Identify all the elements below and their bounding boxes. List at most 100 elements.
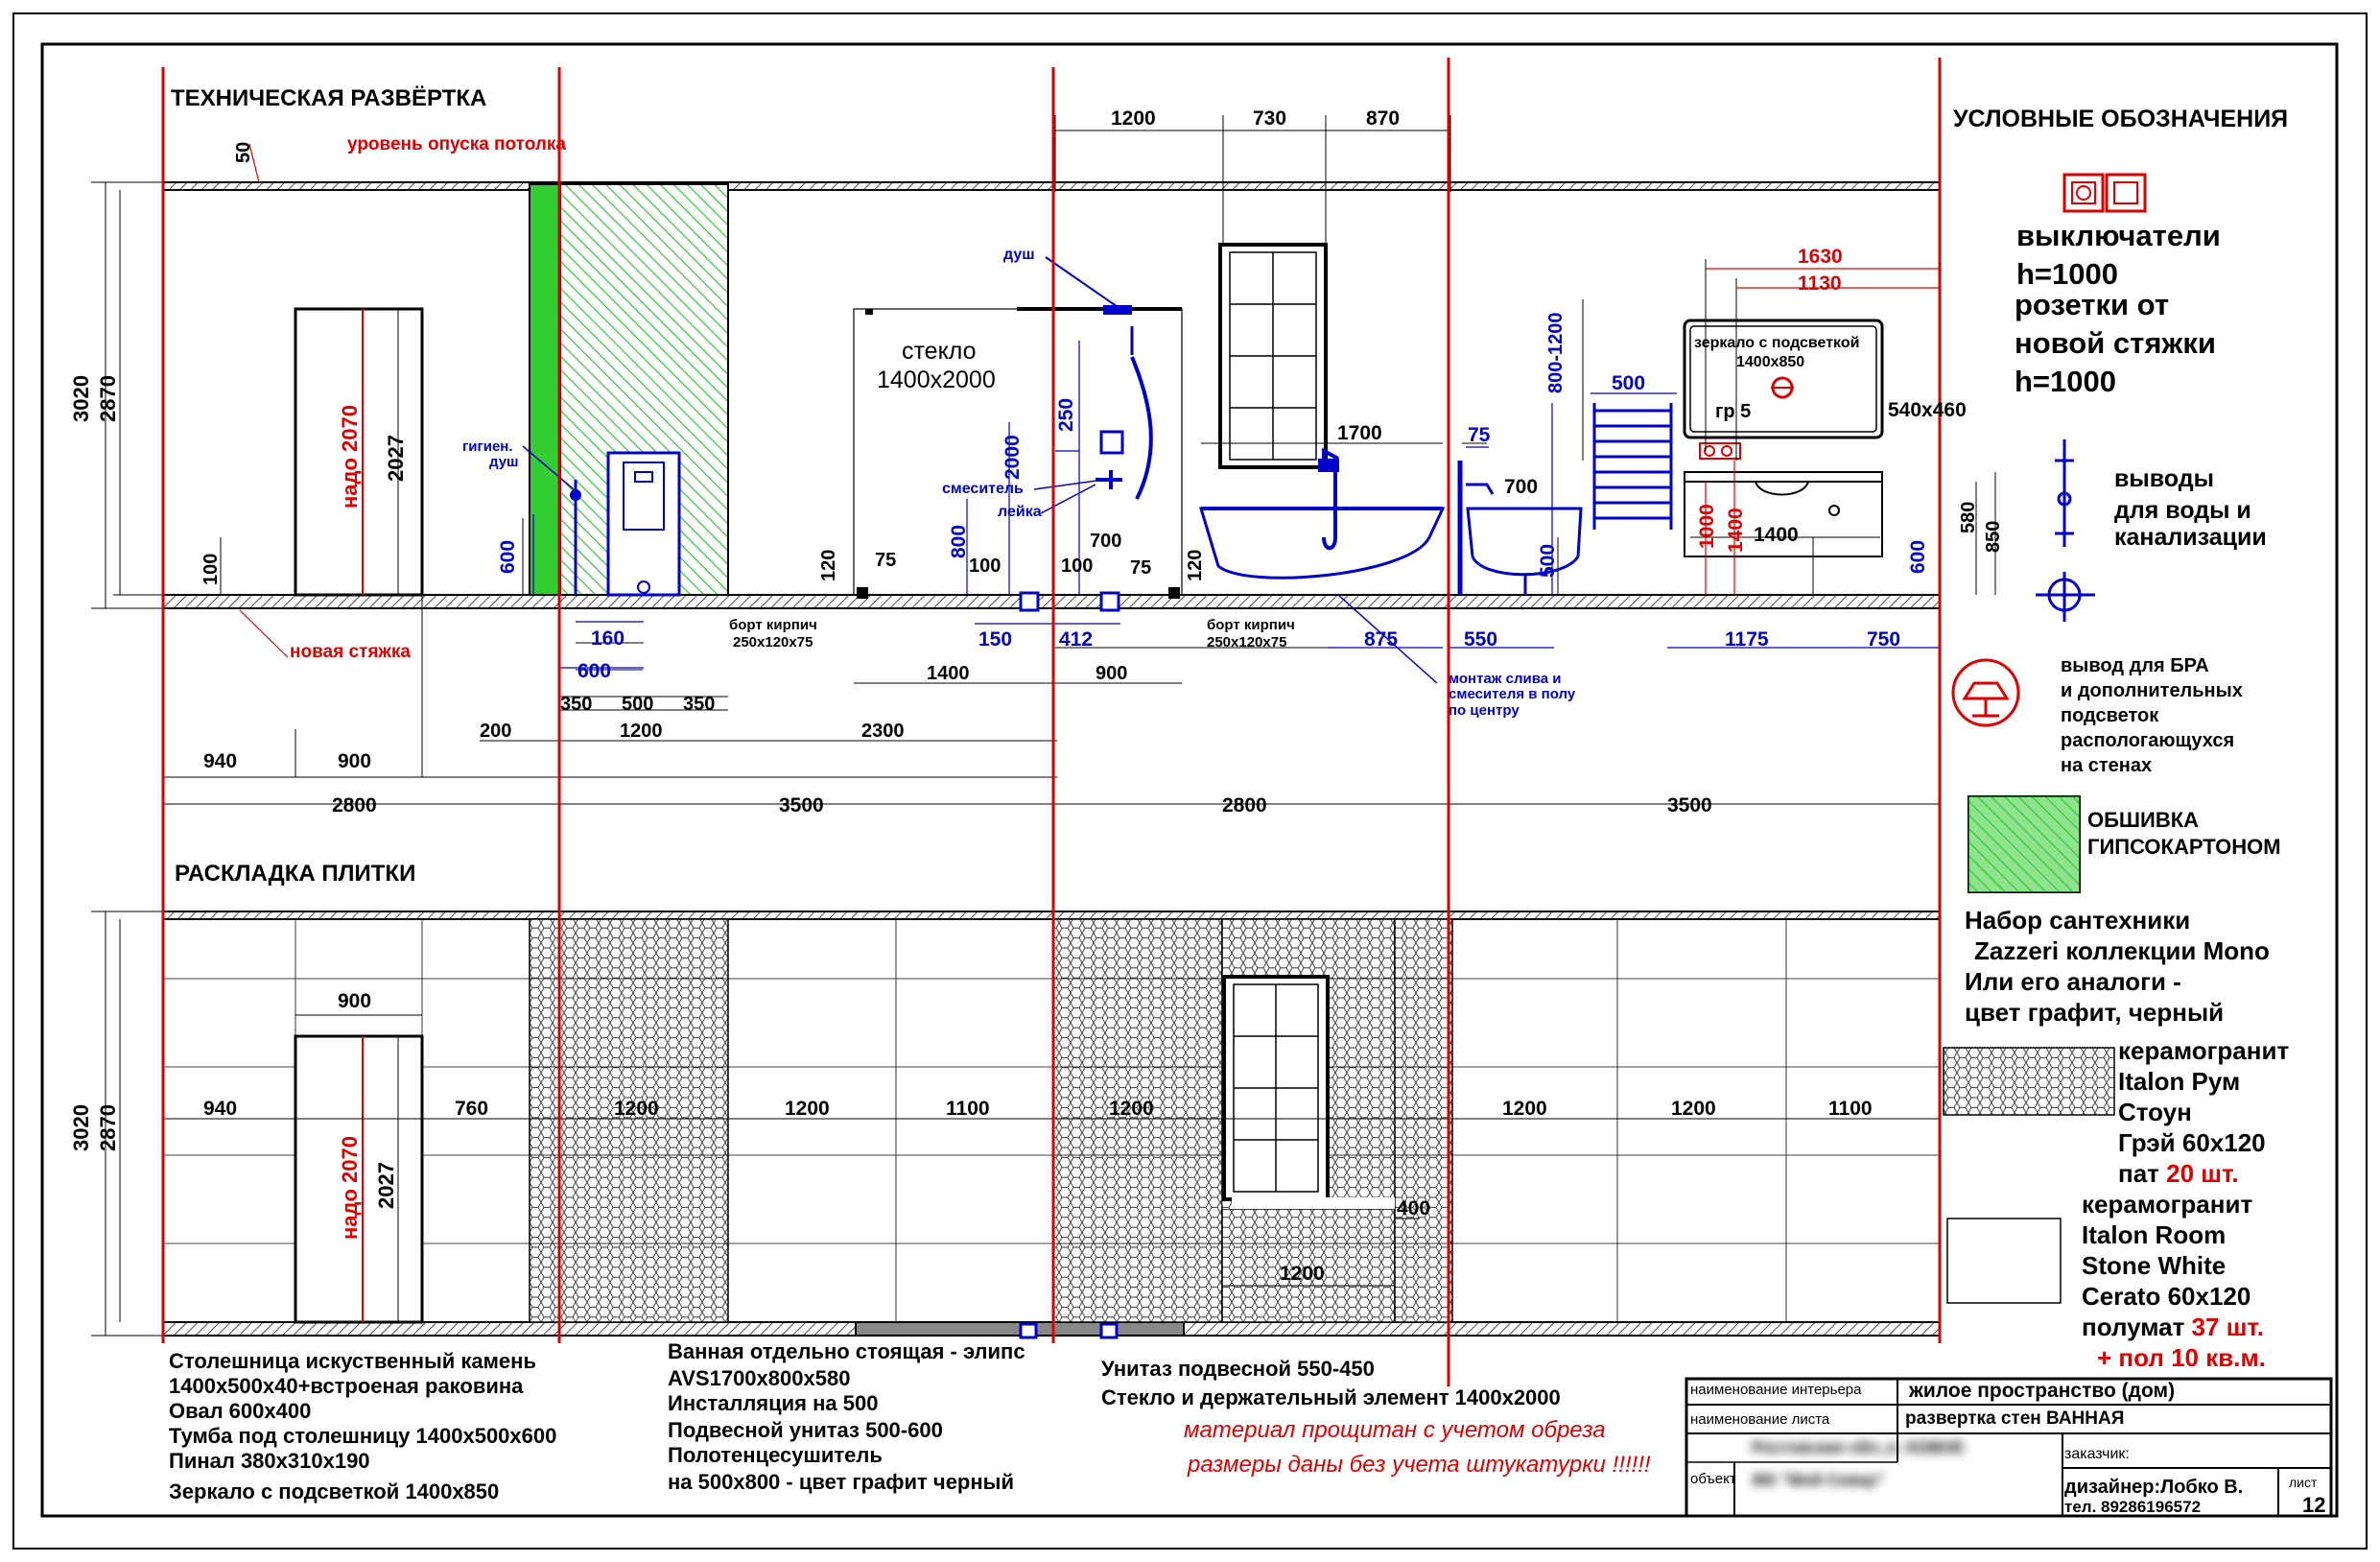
- dim-2800b: 2800: [1222, 794, 1267, 816]
- dim-2027: 2027: [384, 435, 408, 482]
- tile-section: [91, 911, 1941, 1339]
- tile-dim-2870: 2870: [96, 1104, 120, 1151]
- note-1-6: Зеркало с подсветкой 1400х850: [169, 1479, 499, 1503]
- stamp-object-label: объект: [1690, 1471, 1736, 1487]
- dim-3020: 3020: [69, 375, 93, 422]
- label-screed: новая стяжка: [290, 642, 411, 662]
- note-2-1: Ванная отдельно стоящая - элипс: [668, 1339, 1025, 1363]
- dim-1130: 1130: [1798, 272, 1842, 295]
- stamp-object-line2: ЖК "Мой Север": [1751, 1471, 1884, 1489]
- legend-tile2-2: Italon Room: [2082, 1220, 2226, 1249]
- tile-dim-900: 900: [338, 990, 371, 1012]
- tile-dim-760: 760: [455, 1098, 488, 1120]
- stamp-list-label: лист: [2289, 1475, 2318, 1490]
- dim-120a: 120: [818, 550, 839, 581]
- note-1-5: Пинал 380х310х190: [169, 1449, 370, 1473]
- gray-tile-swatch: [1943, 1047, 2115, 1116]
- legend-tile2-5b: 37 шт.: [2192, 1313, 2265, 1341]
- label-gr5: гр 5: [1715, 401, 1751, 422]
- outer-frame: [12, 12, 2368, 1550]
- dim-2000: 2000: [1001, 435, 1024, 480]
- dim-1400h: 1400: [927, 663, 970, 684]
- dim-100a: 100: [969, 556, 1001, 577]
- legend-tile2-6: + пол 10 кв.м.: [2097, 1343, 2266, 1372]
- legend-set-1: Набор сантехники: [1965, 906, 2190, 935]
- dim-100: 100: [200, 554, 222, 585]
- label-glass-1: стекло: [902, 338, 977, 365]
- dim-250: 250: [1055, 398, 1077, 432]
- tile-dim-3020: 3020: [69, 1104, 93, 1151]
- dim-2800a: 2800: [332, 794, 377, 816]
- dim-875: 875: [1364, 628, 1398, 651]
- water-outlet-icon: [2036, 439, 2095, 622]
- vanity-top: [1684, 471, 1883, 483]
- note-3-1: Унитаз подвесной 550-450: [1101, 1357, 1375, 1381]
- dim-3500b: 3500: [1667, 794, 1712, 816]
- title-block: [1685, 1377, 2333, 1518]
- towel-rail: [1592, 403, 1673, 530]
- dim-1000: 1000: [1696, 504, 1718, 549]
- legend-icons: [1943, 173, 2147, 1304]
- dim-1175: 1175: [1725, 628, 1769, 651]
- title-tile: РАСКЛАДКА ПЛИТКИ: [175, 861, 415, 887]
- legend-bra-5: на стенах: [2061, 755, 2152, 776]
- label-brick-right: борт кирпич: [1207, 617, 1295, 633]
- inner-frame: [40, 42, 2339, 1518]
- legend-set-3: Или его аналоги -: [1965, 967, 2181, 996]
- dim-940: 940: [203, 750, 237, 772]
- dim-750: 750: [1867, 628, 1900, 651]
- dim-150: 150: [978, 628, 1012, 651]
- label-drain-3: по центру: [1449, 702, 1520, 719]
- dim-1630: 1630: [1798, 246, 1843, 268]
- white-tile-swatch: [1946, 1218, 2062, 1304]
- dim-700a: 700: [1090, 531, 1121, 552]
- note-2-3: Инсталляция на 500: [668, 1391, 878, 1415]
- tile-dim-1200f: 1200: [1280, 1263, 1325, 1285]
- legend-tile1-5b: 20 шт.: [2166, 1159, 2239, 1188]
- legend-gkl-1: ОБШИВКА: [2087, 808, 2199, 832]
- legend-switch-2: h=1000: [2016, 257, 2118, 291]
- stamp-designer: дизайнер:Лобко В.: [2064, 1477, 2243, 1498]
- dim-900: 900: [338, 750, 371, 772]
- label-mixer: смеситель: [942, 481, 1024, 497]
- dim-2300: 2300: [861, 721, 905, 742]
- label-drain-1: монтаж слива и: [1449, 671, 1561, 687]
- note-1-4: Тумба под столешницу 1400х500х600: [169, 1424, 556, 1448]
- legend-bra-1: вывод для БРА: [2061, 655, 2209, 676]
- legend-socket-2: новой стяжки: [2015, 326, 2216, 360]
- stamp-sheet-value: развертка стен ВАННАЯ: [1905, 1408, 2124, 1429]
- legend-water-2: для воды и: [2114, 497, 2251, 524]
- dim-800: 800: [948, 525, 970, 558]
- label-mirror-2: 1400х850: [1736, 354, 1804, 370]
- tile-dim-2027: 2027: [374, 1162, 398, 1209]
- legend-tile1-5: пат 20 шт.: [2118, 1159, 2239, 1188]
- dim-350a: 350: [560, 694, 592, 715]
- dim-850: 850: [1983, 521, 2004, 553]
- dim-1700: 1700: [1337, 422, 1382, 444]
- label-need2070-bottom: надо 2070: [338, 1136, 362, 1240]
- legend-gkl-2: ГИПСОКАРТОНОМ: [2087, 835, 2281, 859]
- tile-dim-940: 940: [203, 1098, 237, 1120]
- dim-730: 730: [1253, 107, 1286, 130]
- legend-tile1-3: Стоун: [2118, 1098, 2192, 1126]
- tile-dim-1200e: 1200: [1671, 1098, 1716, 1120]
- legend-water-1: выводы: [2114, 465, 2214, 492]
- wc-installation: [606, 451, 681, 597]
- tile-zone-gray-3: [1221, 1208, 1396, 1323]
- legend-water-3: канализации: [2114, 524, 2267, 551]
- note-1-2: 1400х500х40+встроеная раковина: [169, 1374, 524, 1398]
- dim-600a: 600: [497, 540, 519, 574]
- tile-dim-1100b: 1100: [1828, 1098, 1873, 1120]
- stamp-customer-label: заказчик:: [2064, 1446, 2130, 1462]
- dim-350b: 350: [683, 694, 715, 715]
- legend-socket-3: h=1000: [2015, 365, 2116, 398]
- dim-1400r: 1400: [1725, 508, 1747, 553]
- switch-icon: [2062, 173, 2105, 213]
- dim-580: 580: [1958, 502, 1979, 533]
- legend-switch-1: выключатели: [2016, 219, 2221, 252]
- red-axes: [161, 58, 1942, 1386]
- dim-1200-top: 1200: [1111, 107, 1156, 130]
- bathtub: [1198, 507, 1446, 580]
- dim-3500a: 3500: [779, 794, 824, 816]
- legend-set-2: Zazzeri коллекции Mono: [1974, 936, 2270, 965]
